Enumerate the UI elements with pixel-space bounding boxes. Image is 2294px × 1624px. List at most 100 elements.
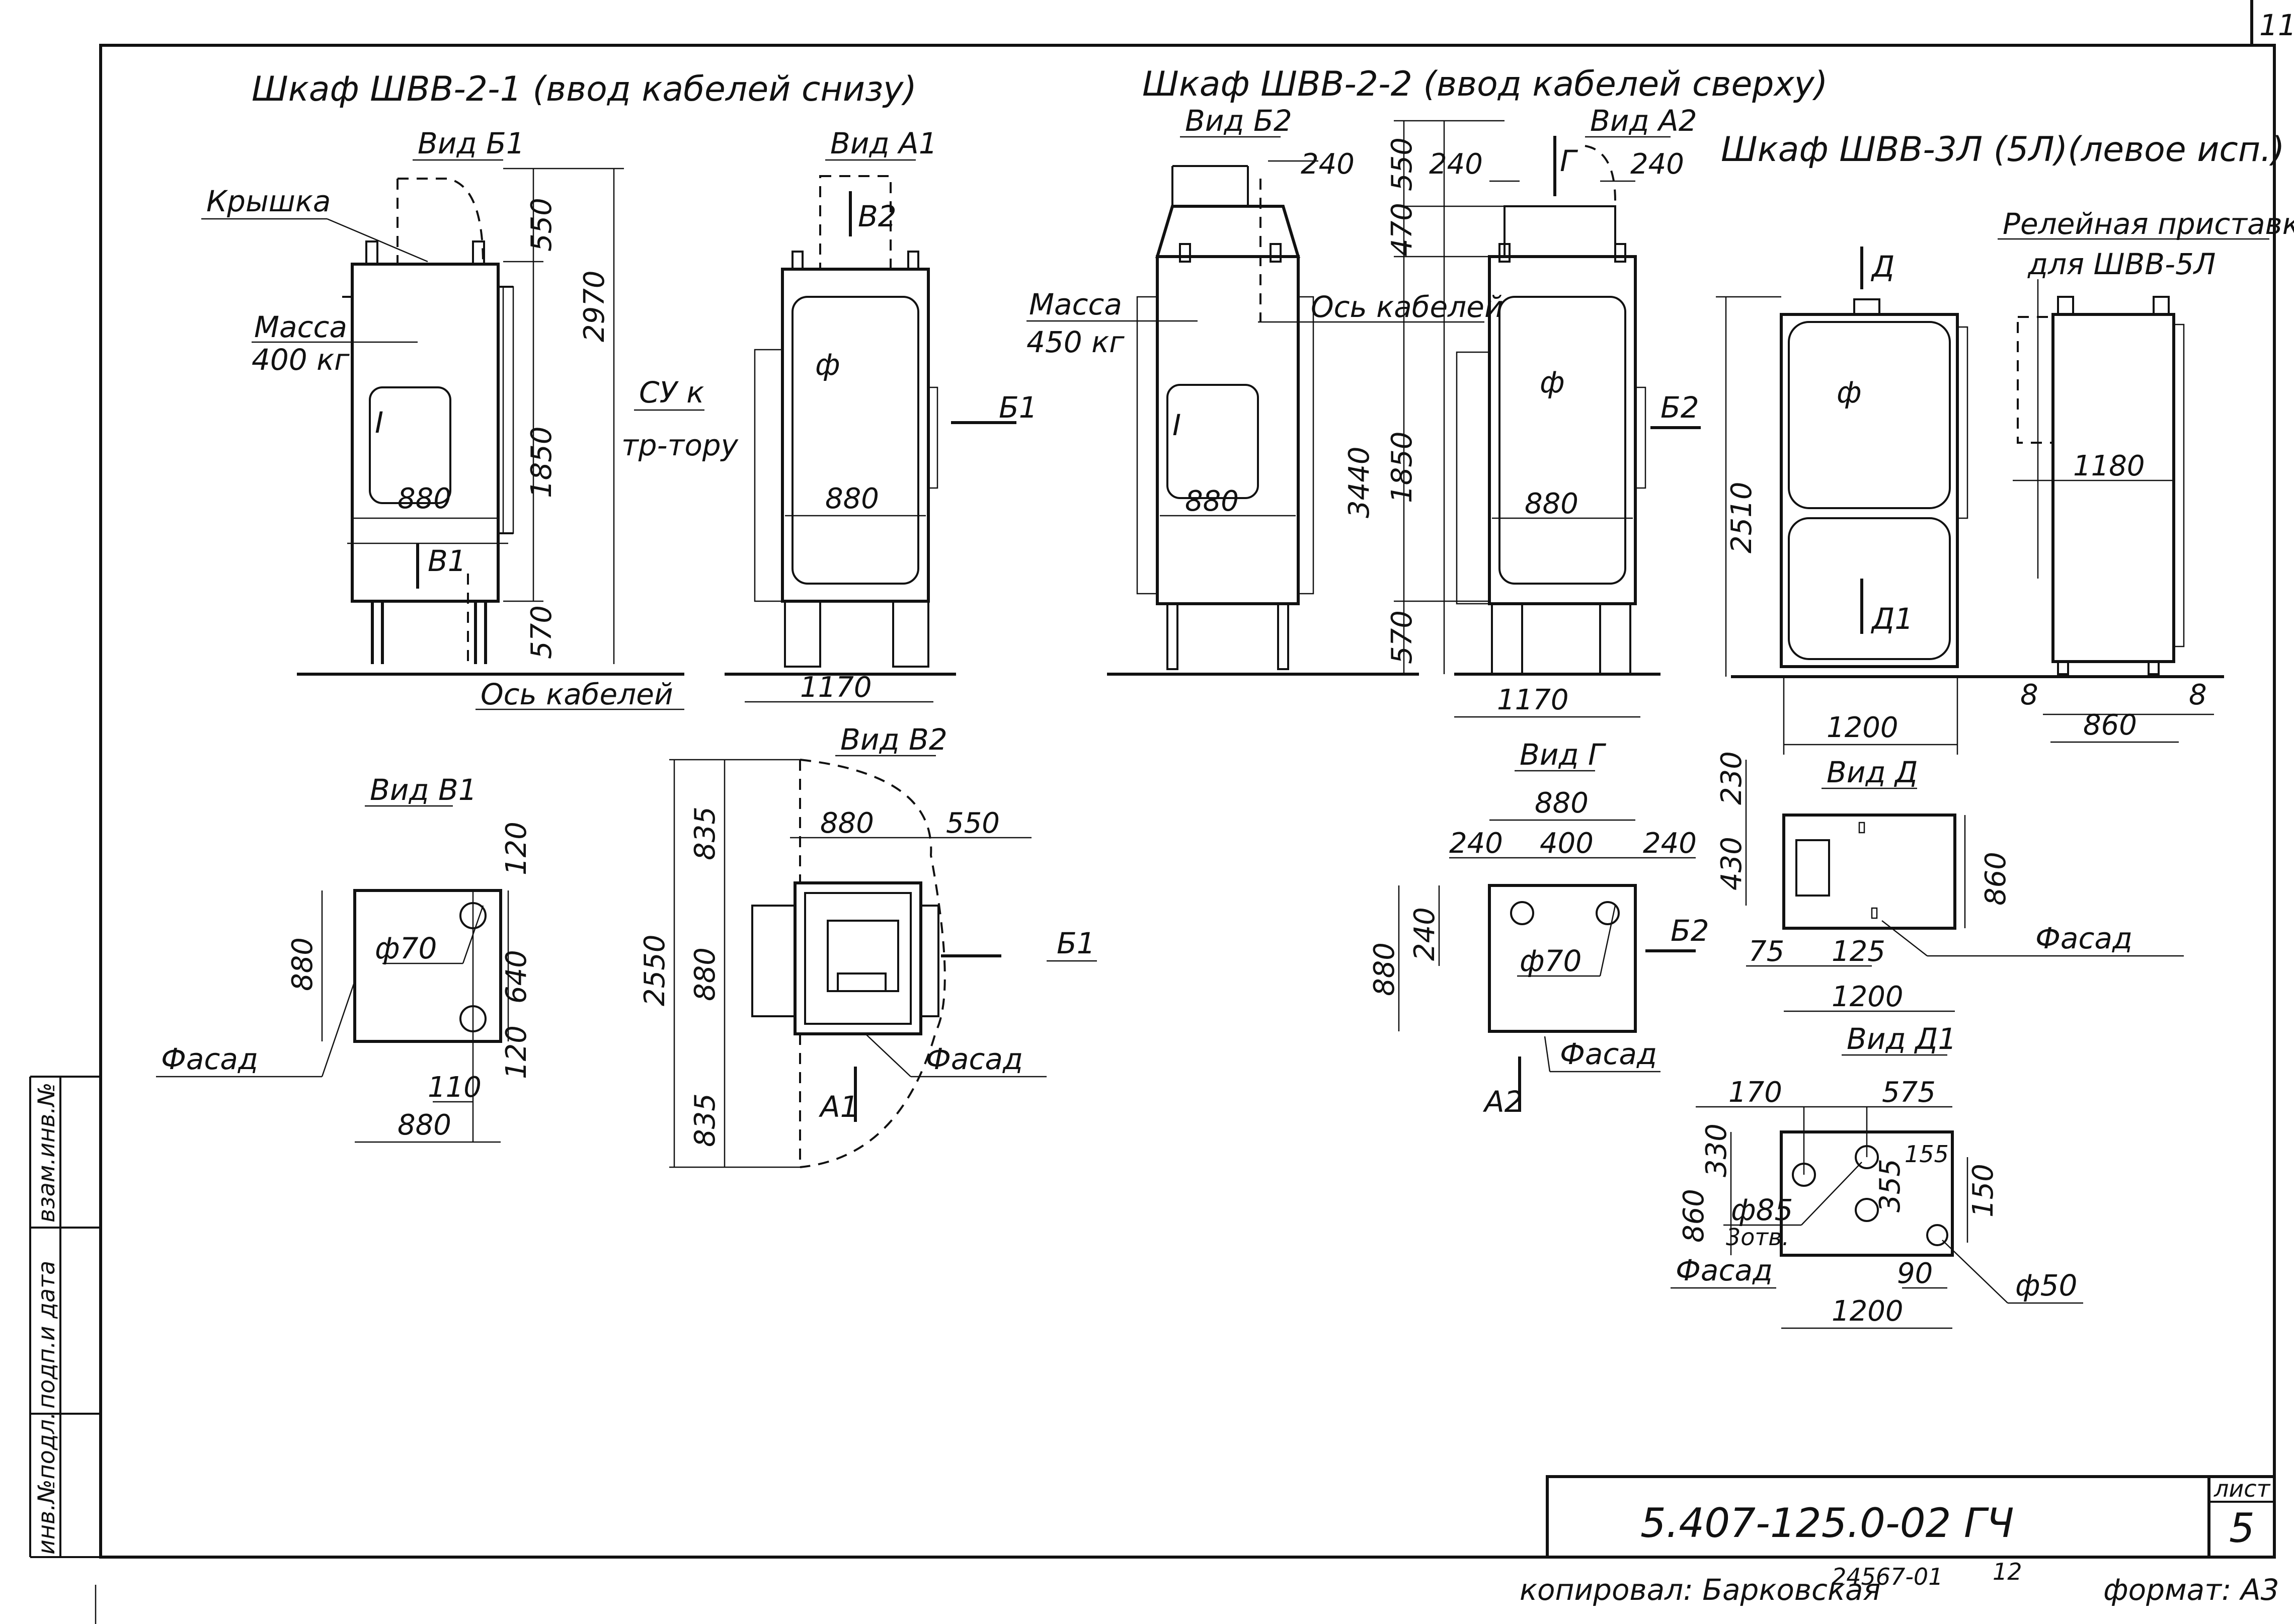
view-a2-label: Вид А2: [1590, 104, 1697, 138]
a2-h470: 470: [1386, 203, 1418, 257]
c3-h2510: 2510: [1725, 481, 1758, 553]
sheet-label: лист: [2213, 1475, 2271, 1502]
v1-w880: 880: [398, 1109, 451, 1142]
v1-phi70: ф70: [375, 931, 437, 965]
mass2-value: 450 кг: [1026, 325, 1125, 359]
view-v1-plan: Вид В1 120 640 120 880 ф70 Фасад 110 880: [156, 773, 533, 1143]
format-label: формат: А3: [2103, 1573, 2279, 1607]
g-h880: 880: [1368, 942, 1401, 996]
v1-facade: Фасад: [161, 1042, 258, 1076]
cabinet1-title: Шкаф ШВВ-2-1 (ввод кабелей снизу): [252, 69, 917, 109]
view-a1-label: Вид А1: [830, 126, 937, 160]
relay-w8-l: 8: [2020, 679, 2038, 711]
view-b1-label: Вид Б1: [418, 126, 525, 160]
d1-w1200: 1200: [1832, 1295, 1904, 1328]
d1-h860: 860: [1678, 1189, 1710, 1243]
g-facade: Фасад: [1560, 1037, 1657, 1071]
v1-w110: 110: [428, 1071, 482, 1104]
relay-side: 1180 8 8 860: [2013, 279, 2214, 743]
d-facade: Фасад: [2035, 921, 2132, 955]
d1-h355: 355: [1874, 1159, 1907, 1212]
arrow-g-label: Г: [1560, 144, 1578, 178]
cab3-front: Д ф Д1 2510 1200: [1716, 247, 2224, 755]
lid-label: Крышка: [206, 184, 331, 218]
mark-i-1: I: [375, 405, 383, 440]
d1-phi50: ф50: [2015, 1268, 2077, 1303]
v2-arrow-b1: Б1: [1057, 926, 1095, 960]
d-h230: 230: [1715, 751, 1748, 805]
d1-holes: ф85: [1731, 1193, 1793, 1227]
view-d1-label: Вид Д1: [1847, 1022, 1956, 1056]
view-v2-label: Вид В2: [840, 722, 947, 757]
arrow-b2-label: Б2: [1660, 390, 1699, 425]
d-h860: 860: [1980, 852, 2012, 906]
d-w1200: 1200: [1832, 981, 1904, 1013]
view-v2-plan: Вид В2 835 2550 880 835 880 550 Б1 А1 Фа…: [639, 722, 1097, 1168]
d-w75: 75: [1749, 935, 1784, 968]
v1-h120-a: 120: [500, 822, 533, 875]
g-w240-r: 240: [1643, 827, 1697, 860]
v1-h880: 880: [286, 937, 319, 991]
arrow-d-label: Д: [1870, 250, 1894, 284]
a1-w1170: 1170: [800, 671, 872, 704]
view-d-plan: Вид Д 230 430 860 75 125 1200 Фасад: [1715, 751, 2184, 1013]
view-g-plan: Вид Г 880 240 400 240 880 240 ф70 Б2 Фас…: [1368, 738, 1709, 1119]
a2-h3440: 3440: [1343, 446, 1376, 518]
v2-w550: 550: [946, 807, 1000, 840]
d1-w90: 90: [1897, 1257, 1933, 1290]
arrow-v2-label-a1: В2: [858, 199, 897, 233]
su-label-2: тр-тору: [621, 428, 739, 462]
view-b2-label: Вид Б2: [1185, 104, 1292, 138]
cab1-view-a1: Вид А1 В2 ф 880 1170 Б1: [725, 126, 1038, 704]
cab2-view-b2: Вид Б2 Масса 450 кг I 880 240 Ось кабеле…: [1026, 104, 1504, 676]
cable-axis-2: Ось кабелей: [1311, 290, 1504, 324]
cable-axis-1: Ось кабелей: [481, 677, 673, 711]
g-phi70: ф70: [1520, 944, 1581, 978]
relay-w860: 860: [2083, 709, 2137, 742]
view-g-label: Вид Г: [1520, 738, 1607, 772]
arrow-v1-label: В1: [428, 544, 466, 578]
side-stamp: инв.№подл. подп.и дата взам.инв.№: [33, 1082, 60, 1555]
b2-w880: 880: [1185, 485, 1239, 518]
mass1-label: Масса: [254, 310, 347, 344]
a2-w240-r: 240: [1630, 148, 1684, 181]
v2-h880: 880: [689, 947, 722, 1001]
relay-title-2: для ШВВ-5Л: [2027, 247, 2216, 281]
v2-w880: 880: [820, 807, 874, 840]
v2-h835-b: 835: [689, 1093, 722, 1147]
v2-facade: Фасад: [926, 1042, 1023, 1076]
d1-h330: 330: [1700, 1123, 1733, 1177]
c1-h570: 570: [525, 605, 558, 659]
mass1-value: 400 кг: [252, 343, 350, 377]
c1-w880: 880: [398, 482, 451, 515]
relay-w1180: 1180: [2073, 450, 2145, 482]
d1-w170: 170: [1728, 1076, 1782, 1109]
drawing-code: 5.407-125.0-02 ГЧ: [1640, 1500, 2014, 1547]
g-h240: 240: [1408, 907, 1441, 961]
a2-w240-l: 240: [1429, 148, 1483, 181]
a2-w1170: 1170: [1497, 684, 1569, 716]
sheet-frame: [29, 0, 2276, 1624]
title-block: 5.407-125.0-02 ГЧ лист 5 копировал: Барк…: [1520, 1475, 2279, 1607]
archive-number: 24567-01: [1832, 1563, 1943, 1590]
stamp-replace: взам.инв.№: [33, 1082, 60, 1223]
archive-sub: 12: [1993, 1558, 2022, 1585]
corner-sheet-number: 11: [2259, 8, 2294, 42]
g-arrow-b2: Б2: [1671, 914, 1709, 948]
a2-h1850: 1850: [1386, 431, 1418, 503]
d-w125: 125: [1832, 935, 1885, 968]
v1-h120-b: 120: [500, 1025, 533, 1079]
g-arrow-a2: А2: [1482, 1085, 1523, 1119]
cabinet3-title: Шкаф ШВВ-3Л (5Л)(левое исп.): [1721, 130, 2284, 170]
b2-w240: 240: [1301, 148, 1355, 181]
d1-h150: 150: [1967, 1164, 2000, 1217]
d1-holes-n: 3отв.: [1726, 1224, 1789, 1251]
copied-by: копировал: Барковская: [1520, 1573, 1880, 1607]
view-v1-label: Вид В1: [370, 773, 477, 807]
c3-w1200: 1200: [1827, 711, 1899, 744]
d1-w155: 155: [1905, 1141, 1949, 1168]
su-label-1: СУ к: [639, 375, 704, 410]
mass2-label: Масса: [1029, 287, 1122, 321]
v2-arrow-a1: А1: [818, 1090, 859, 1124]
